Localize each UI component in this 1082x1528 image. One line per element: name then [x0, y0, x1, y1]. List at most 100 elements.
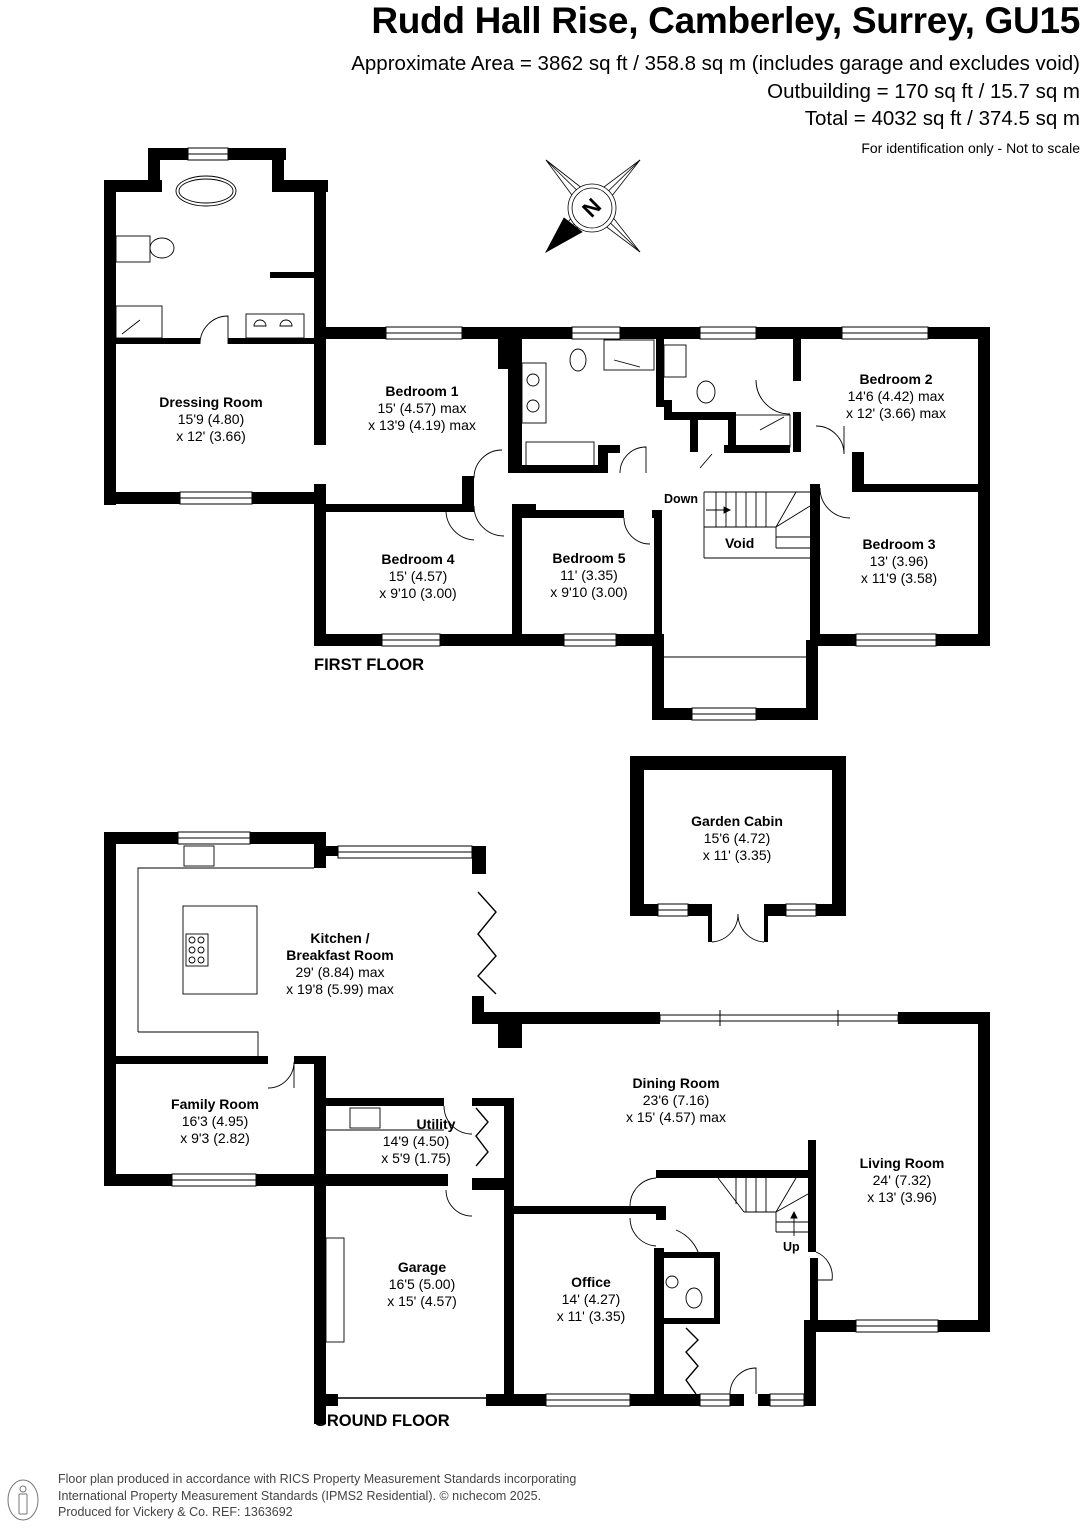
- room-name: Bedroom 4: [381, 551, 455, 567]
- first-floor-windows: [179, 147, 937, 721]
- hob-icon: [185, 933, 209, 967]
- room-garage: Garage 16'5 (5.00) x 15' (4.57): [387, 1259, 457, 1310]
- room-name: Bedroom 2: [859, 371, 933, 387]
- room-dim: 29' (8.84) max: [295, 964, 385, 980]
- room-dim: x 12' (3.66): [176, 428, 246, 444]
- room-name: Bedroom 3: [862, 536, 936, 552]
- toilet-icon: [569, 348, 587, 372]
- room-bedroom-1: Bedroom 1 15' (4.57) max x 13'9 (4.19) m…: [368, 383, 476, 434]
- room-dim: x 13' (3.96): [867, 1189, 937, 1205]
- room-dim: 13' (3.96): [869, 553, 929, 569]
- room-dim: 14' (4.27): [561, 1291, 621, 1307]
- room-dim: 15'9 (4.80): [177, 411, 245, 427]
- room-dim: 14'6 (4.42) max: [847, 388, 945, 404]
- room-dim: x 19'8 (5.99) max: [286, 981, 394, 997]
- first-floor-walls: [104, 148, 990, 720]
- room-dressing-room: Dressing Room 15'9 (4.80) x 12' (3.66): [159, 394, 262, 445]
- double-basin-icon: [245, 313, 305, 339]
- room-kitchen-breakfast: Kitchen / Breakfast Room 29' (8.84) max …: [286, 930, 394, 998]
- basin-icon: [663, 344, 687, 378]
- room-dim: x 9'10 (3.00): [379, 585, 457, 601]
- room-name: Garage: [397, 1259, 447, 1275]
- room-dim: x 9'10 (3.00): [550, 584, 628, 600]
- room-bedroom-5: Bedroom 5 11' (3.35) x 9'10 (3.00): [550, 550, 627, 601]
- room-name: Kitchen /: [310, 930, 370, 946]
- door-swing: [199, 315, 229, 345]
- bath-icon: [175, 175, 237, 207]
- basin-icon: [665, 1275, 679, 1289]
- footer-notes: Floor plan produced in accordance with R…: [58, 1471, 576, 1521]
- toilet-icon: [685, 1287, 703, 1309]
- room-dim: x 12' (3.66) max: [846, 405, 946, 421]
- shower-icon: [733, 414, 791, 448]
- ground-floor-walls: [104, 832, 990, 1424]
- room-dim: 24' (7.32): [872, 1172, 932, 1188]
- room-dim: 23'6 (7.16): [642, 1092, 710, 1108]
- garden-cabin-walls: [630, 756, 846, 943]
- ground-floor-windows: [171, 831, 939, 1407]
- room-dim: x 11' (3.35): [702, 847, 772, 863]
- room-dim: 16'3 (4.95): [181, 1113, 249, 1129]
- room-bedroom-3: Bedroom 3 13' (3.96) x 11'9 (3.58): [861, 536, 937, 587]
- toilet-icon: [149, 237, 175, 259]
- room-name: Garden Cabin: [691, 813, 783, 829]
- approximate-area: Approximate Area = 3862 sq ft / 358.8 sq…: [351, 52, 1080, 75]
- room-dim: x 15' (4.57) max: [626, 1109, 726, 1125]
- stairs-down-label: Down: [664, 492, 699, 506]
- toilet-icon: [696, 380, 716, 404]
- room-name: Bedroom 1: [385, 383, 459, 399]
- bifold-door: [477, 891, 497, 995]
- room-name: Bedroom 5: [552, 550, 626, 566]
- basin-unit-icon: [521, 362, 547, 424]
- room-dim: x 5'9 (1.75): [381, 1150, 451, 1166]
- stairs-up-label: Up: [783, 1240, 800, 1254]
- north-compass-icon: N: [545, 159, 641, 254]
- room-dim: x 11'9 (3.58): [860, 570, 938, 586]
- void-label: Void: [725, 535, 755, 551]
- person-measure-icon: [7, 1479, 39, 1521]
- cistern-icon: [115, 235, 151, 263]
- room-dim: 11' (3.35): [560, 567, 618, 583]
- room-dim: x 13'9 (4.19) max: [368, 417, 476, 433]
- room-bedroom-4: Bedroom 4 15' (4.57) x 9'10 (3.00): [379, 551, 456, 602]
- room-dim: 15' (4.57) max: [377, 400, 467, 416]
- room-dim: x 15' (4.57): [387, 1293, 457, 1309]
- bathtub-icon: [525, 441, 595, 471]
- room-dim: 15' (4.57): [388, 568, 448, 584]
- utility-sink-icon: [349, 1107, 381, 1129]
- room-name-line2: Breakfast Room: [286, 947, 394, 963]
- footer-line-1: Floor plan produced in accordance with R…: [58, 1472, 577, 1486]
- room-dim: x 11' (3.35): [556, 1308, 626, 1324]
- room-name: Dressing Room: [159, 394, 263, 410]
- room-name: Utility: [416, 1116, 456, 1132]
- first-floor-label: FIRST FLOOR: [314, 656, 424, 674]
- ground-floor-fixtures: [137, 845, 833, 1399]
- room-dim: 14'9 (4.50): [382, 1133, 450, 1149]
- room-bedroom-2: Bedroom 2 14'6 (4.42) max x 12' (3.66) m…: [846, 371, 946, 422]
- disclaimer: For identification only - Not to scale: [861, 140, 1080, 156]
- first-floor-fixtures: [115, 175, 851, 658]
- room-name: Family Room: [171, 1096, 259, 1112]
- room-garden-cabin: Garden Cabin 15'6 (4.72) x 11' (3.35): [691, 813, 783, 864]
- total-area: Total = 4032 sq ft / 374.5 sq m: [804, 107, 1080, 130]
- ground-floor-label: GROUND FLOOR: [314, 1412, 450, 1430]
- footer-line-2: International Property Measurement Stand…: [58, 1488, 542, 1503]
- kitchen-sink-icon: [183, 845, 215, 867]
- outbuilding-area: Outbuilding = 170 sq ft / 15.7 sq m: [767, 80, 1080, 103]
- room-dim: x 9'3 (2.82): [180, 1130, 250, 1146]
- shower-icon: [115, 305, 163, 339]
- room-name: Office: [571, 1274, 611, 1290]
- room-dining-room: Dining Room 23'6 (7.16) x 15' (4.57) max: [626, 1075, 726, 1126]
- room-name: Dining Room: [632, 1075, 720, 1091]
- room-family-room: Family Room 16'3 (4.95) x 9'3 (2.82): [171, 1096, 259, 1147]
- room-name: Living Room: [859, 1155, 945, 1171]
- room-utility: Utility 14'9 (4.50) x 5'9 (1.75): [377, 1116, 456, 1167]
- room-dim: 16'5 (5.00): [388, 1276, 456, 1292]
- shower-icon: [603, 339, 655, 371]
- room-living-room: Living Room 24' (7.32) x 13' (3.96): [860, 1155, 945, 1206]
- page-title: Rudd Hall Rise, Camberley, Surrey, GU15: [371, 0, 1080, 41]
- kitchen-island: [182, 905, 258, 995]
- room-dim: 15'6 (4.72): [703, 830, 771, 846]
- garage-door-opening: [325, 1237, 345, 1343]
